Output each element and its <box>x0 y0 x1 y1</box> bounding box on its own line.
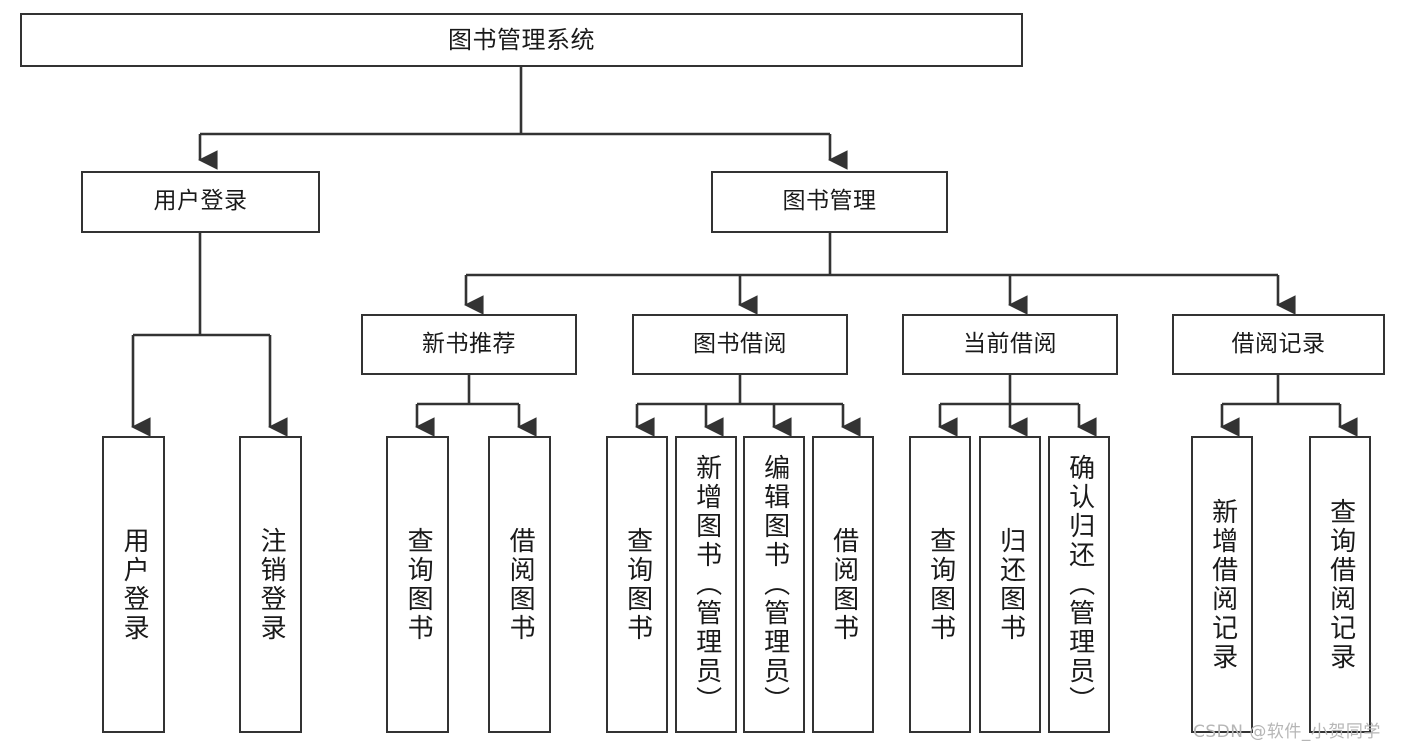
node-book-manage-label: 图书管理 <box>782 188 877 215</box>
node-leaf-confirm-return-label: 确认归还（管理员） <box>1064 454 1095 715</box>
node-leaf-query-book-1[interactable]: 查询图书 <box>386 436 449 733</box>
node-leaf-logout-login[interactable]: 注销登录 <box>239 436 302 733</box>
node-leaf-query-book-2-label: 查询图书 <box>622 526 653 643</box>
node-leaf-add-record[interactable]: 新增借阅记录 <box>1191 436 1253 733</box>
node-leaf-query-book-2[interactable]: 查询图书 <box>606 436 668 733</box>
node-root[interactable]: 图书管理系统 <box>20 13 1023 67</box>
node-leaf-query-book-1-label: 查询图书 <box>403 526 434 643</box>
node-leaf-query-record[interactable]: 查询借阅记录 <box>1309 436 1371 733</box>
node-leaf-edit-book-label: 编辑图书（管理员） <box>759 454 790 715</box>
node-user-login[interactable]: 用户登录 <box>81 171 320 233</box>
node-leaf-borrow-book-1-label: 借阅图书 <box>505 526 536 643</box>
node-book-manage[interactable]: 图书管理 <box>711 171 948 233</box>
node-new-book-recommend[interactable]: 新书推荐 <box>361 314 577 375</box>
node-leaf-user-login-label: 用户登录 <box>119 526 150 643</box>
node-leaf-borrow-book-1[interactable]: 借阅图书 <box>488 436 551 733</box>
node-leaf-add-record-label: 新增借阅记录 <box>1207 497 1238 672</box>
node-leaf-query-book-3[interactable]: 查询图书 <box>909 436 971 733</box>
node-leaf-query-record-label: 查询借阅记录 <box>1325 497 1356 672</box>
node-borrow-record-label: 借阅记录 <box>1231 330 1326 357</box>
node-user-login-label: 用户登录 <box>153 188 248 215</box>
node-current-borrow[interactable]: 当前借阅 <box>902 314 1118 375</box>
node-leaf-add-book-label: 新增图书（管理员） <box>691 454 722 715</box>
node-leaf-user-login[interactable]: 用户登录 <box>102 436 165 733</box>
node-book-borrow-label: 图书借阅 <box>693 330 787 357</box>
node-leaf-return-book-label: 归还图书 <box>995 526 1026 643</box>
node-current-borrow-label: 当前借阅 <box>963 330 1057 357</box>
node-leaf-add-book[interactable]: 新增图书（管理员） <box>675 436 737 733</box>
node-leaf-logout-login-label: 注销登录 <box>256 526 287 643</box>
node-borrow-record[interactable]: 借阅记录 <box>1172 314 1385 375</box>
node-new-book-recommend-label: 新书推荐 <box>422 330 516 357</box>
node-root-label: 图书管理系统 <box>448 25 595 54</box>
node-leaf-confirm-return[interactable]: 确认归还（管理员） <box>1048 436 1110 733</box>
node-leaf-borrow-book-2-label: 借阅图书 <box>828 526 859 643</box>
node-leaf-return-book[interactable]: 归还图书 <box>979 436 1041 733</box>
csdn-watermark: CSDN @软件_小贺同学 <box>1193 722 1381 742</box>
node-leaf-edit-book[interactable]: 编辑图书（管理员） <box>743 436 805 733</box>
node-book-borrow[interactable]: 图书借阅 <box>632 314 848 375</box>
node-leaf-query-book-3-label: 查询图书 <box>925 526 956 643</box>
node-leaf-borrow-book-2[interactable]: 借阅图书 <box>812 436 874 733</box>
